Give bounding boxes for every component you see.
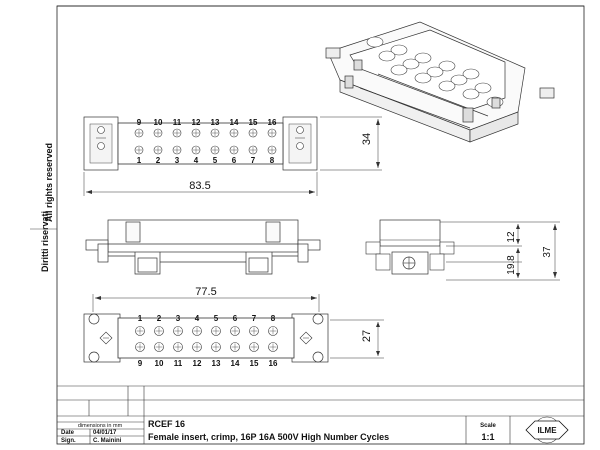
contact-number: 10 (154, 118, 163, 127)
contact-number: 13 (212, 359, 221, 368)
iso-pin-hole (390, 44, 408, 56)
contact-number: 12 (193, 359, 202, 368)
contact-number: 10 (155, 359, 164, 368)
contact-number: 3 (176, 314, 181, 323)
iso-pin-hole (426, 66, 444, 78)
iso-pin-hole (462, 68, 480, 80)
contact-number: 11 (173, 118, 182, 127)
iso-pin-hole (414, 52, 432, 64)
contact-number: 5 (213, 156, 218, 165)
top-view-width-dimension: 83.5 (189, 180, 210, 192)
contact-number: 11 (174, 359, 183, 368)
contact-number: 7 (251, 156, 256, 165)
contact-number: 8 (271, 314, 276, 323)
screw-hole (97, 126, 105, 134)
contact-number: 2 (156, 156, 161, 165)
iso-pin-hole (438, 60, 456, 72)
screw-hole (296, 142, 304, 150)
contact-number: 8 (270, 156, 275, 165)
contact-number: 9 (138, 359, 143, 368)
iso-pin-hole (438, 80, 456, 92)
bottom-view-height-dimension: 27 (361, 330, 373, 342)
side-view-dimension-37: 37 (542, 246, 553, 258)
contact-number: 7 (252, 314, 257, 323)
contact-number: 12 (192, 118, 201, 127)
sign-label: Sign. (61, 438, 76, 444)
scale-value: 1:1 (481, 432, 494, 442)
iso-pin-hole (414, 72, 432, 84)
side-view-dimension-19-8: 19.8 (506, 255, 517, 275)
contact-number: 1 (138, 314, 143, 323)
iso-pin-hole (402, 58, 420, 70)
side-view-dimension-12: 12 (506, 231, 517, 243)
contact-number: 6 (233, 314, 238, 323)
contact-number: 14 (231, 359, 240, 368)
contact-number: 15 (249, 118, 258, 127)
scale-label: Scale (480, 423, 496, 429)
top-view-height-dimension: 34 (361, 133, 373, 145)
date-label: Date (61, 430, 75, 436)
iso-pin-hole (474, 82, 492, 94)
contact-number: 5 (214, 314, 219, 323)
contact-number: 3 (175, 156, 180, 165)
contact-number: 15 (250, 359, 259, 368)
title-block (57, 385, 584, 444)
bottom-view-width-dimension: 77.5 (195, 286, 216, 298)
contact-number: 14 (230, 118, 239, 127)
contact-number: 6 (232, 156, 237, 165)
part-description: Female insert, crimp, 16P 16A 500V High … (148, 432, 389, 442)
screw-hole (296, 126, 304, 134)
part-code: RCEF 16 (148, 419, 185, 429)
ilme-logo: ILME (525, 416, 569, 444)
screw-hole (97, 142, 105, 150)
contact-number: 2 (157, 314, 162, 323)
contact-number: 13 (211, 118, 220, 127)
logo-text: ILME (537, 426, 557, 435)
iso-pin-hole (366, 36, 384, 48)
contact-number: 16 (268, 118, 277, 127)
contact-number: 4 (195, 314, 200, 323)
contact-number: 16 (269, 359, 278, 368)
iso-pin-hole (390, 64, 408, 76)
dimensions-note: dimensions in mm (78, 423, 123, 429)
isometric-view (325, 21, 555, 143)
sign-value: C. Mainini (93, 438, 122, 444)
iso-pin-hole (462, 88, 480, 100)
iso-pin-hole (450, 74, 468, 86)
contact-number: 4 (194, 156, 199, 165)
date-value: 04/01/17 (93, 430, 117, 436)
contact-number: 1 (137, 156, 142, 165)
side-view: 12 19.8 37 (365, 219, 560, 281)
iso-pin-hole (378, 50, 396, 62)
contact-number: 9 (137, 118, 142, 127)
front-view (85, 219, 321, 275)
